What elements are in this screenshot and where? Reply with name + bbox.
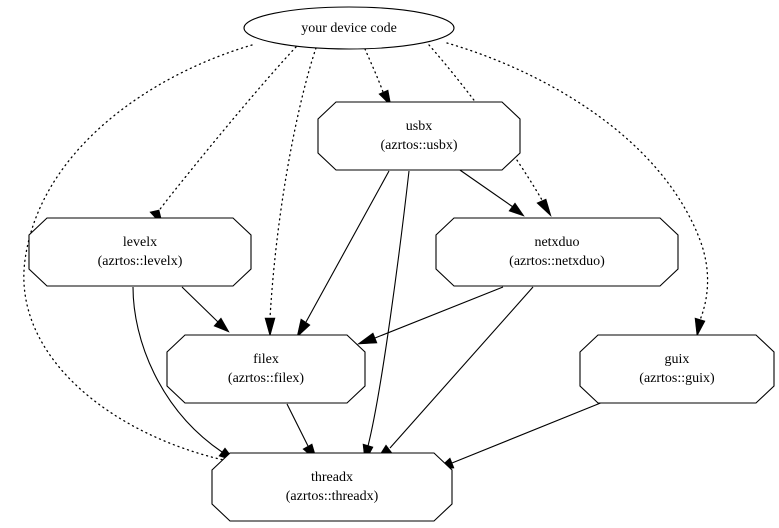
- node-levelx-label-line1: levelx: [123, 235, 157, 250]
- node-filex-shape: [166, 334, 366, 404]
- edge-netxduo-filex: [357, 286, 504, 345]
- edge-netxduo-threadx: [375, 286, 534, 462]
- node-layer: your device code usbx (azrtos::usbx) lev…: [28, 6, 775, 522]
- node-guix[interactable]: guix (azrtos::guix): [579, 334, 775, 404]
- edge-usbx-threadx: [362, 170, 410, 463]
- node-usbx[interactable]: usbx (azrtos::usbx): [317, 101, 521, 171]
- edge-guix-threadx: [436, 399, 609, 471]
- node-your-device-code[interactable]: your device code: [243, 6, 455, 50]
- node-guix-label-line2: (azrtos::guix): [639, 371, 715, 386]
- node-threadx-shape: [211, 452, 453, 522]
- edge-layer: [23, 42, 709, 471]
- node-netxduo-label-line1: netxduo: [534, 235, 579, 250]
- node-usbx-label-line2: (azrtos::usbx): [381, 138, 458, 153]
- node-filex[interactable]: filex (azrtos::filex): [166, 334, 366, 404]
- edge-device-usbx: [364, 48, 392, 107]
- node-levelx[interactable]: levelx (azrtos::levelx): [28, 217, 252, 287]
- edge-usbx-netxduo: [456, 167, 525, 217]
- node-your-device-code-shape: [243, 6, 455, 50]
- node-your-device-code-label: your device code: [301, 21, 397, 36]
- node-netxduo[interactable]: netxduo (azrtos::netxduo): [435, 217, 679, 287]
- node-threadx-label-line2: (azrtos::threadx): [286, 489, 379, 504]
- node-guix-shape: [579, 334, 775, 404]
- node-threadx-label-line1: threadx: [311, 470, 353, 485]
- node-netxduo-label-line2: (azrtos::netxduo): [509, 254, 605, 269]
- edge-levelx-filex: [181, 286, 230, 333]
- node-guix-label-line1: guix: [665, 352, 690, 367]
- node-levelx-label-line2: (azrtos::levelx): [98, 254, 183, 269]
- node-netxduo-shape: [435, 217, 679, 287]
- edge-usbx-filex: [296, 170, 390, 338]
- node-threadx[interactable]: threadx (azrtos::threadx): [211, 452, 453, 522]
- node-usbx-label-line1: usbx: [406, 119, 432, 134]
- edge-device-guix: [446, 42, 709, 337]
- node-usbx-shape: [317, 101, 521, 171]
- edge-device-levelx: [149, 46, 297, 227]
- edge-device-filex: [264, 47, 317, 338]
- node-filex-label-line1: filex: [253, 352, 279, 367]
- node-filex-label-line2: (azrtos::filex): [228, 371, 305, 386]
- node-levelx-shape: [28, 217, 252, 287]
